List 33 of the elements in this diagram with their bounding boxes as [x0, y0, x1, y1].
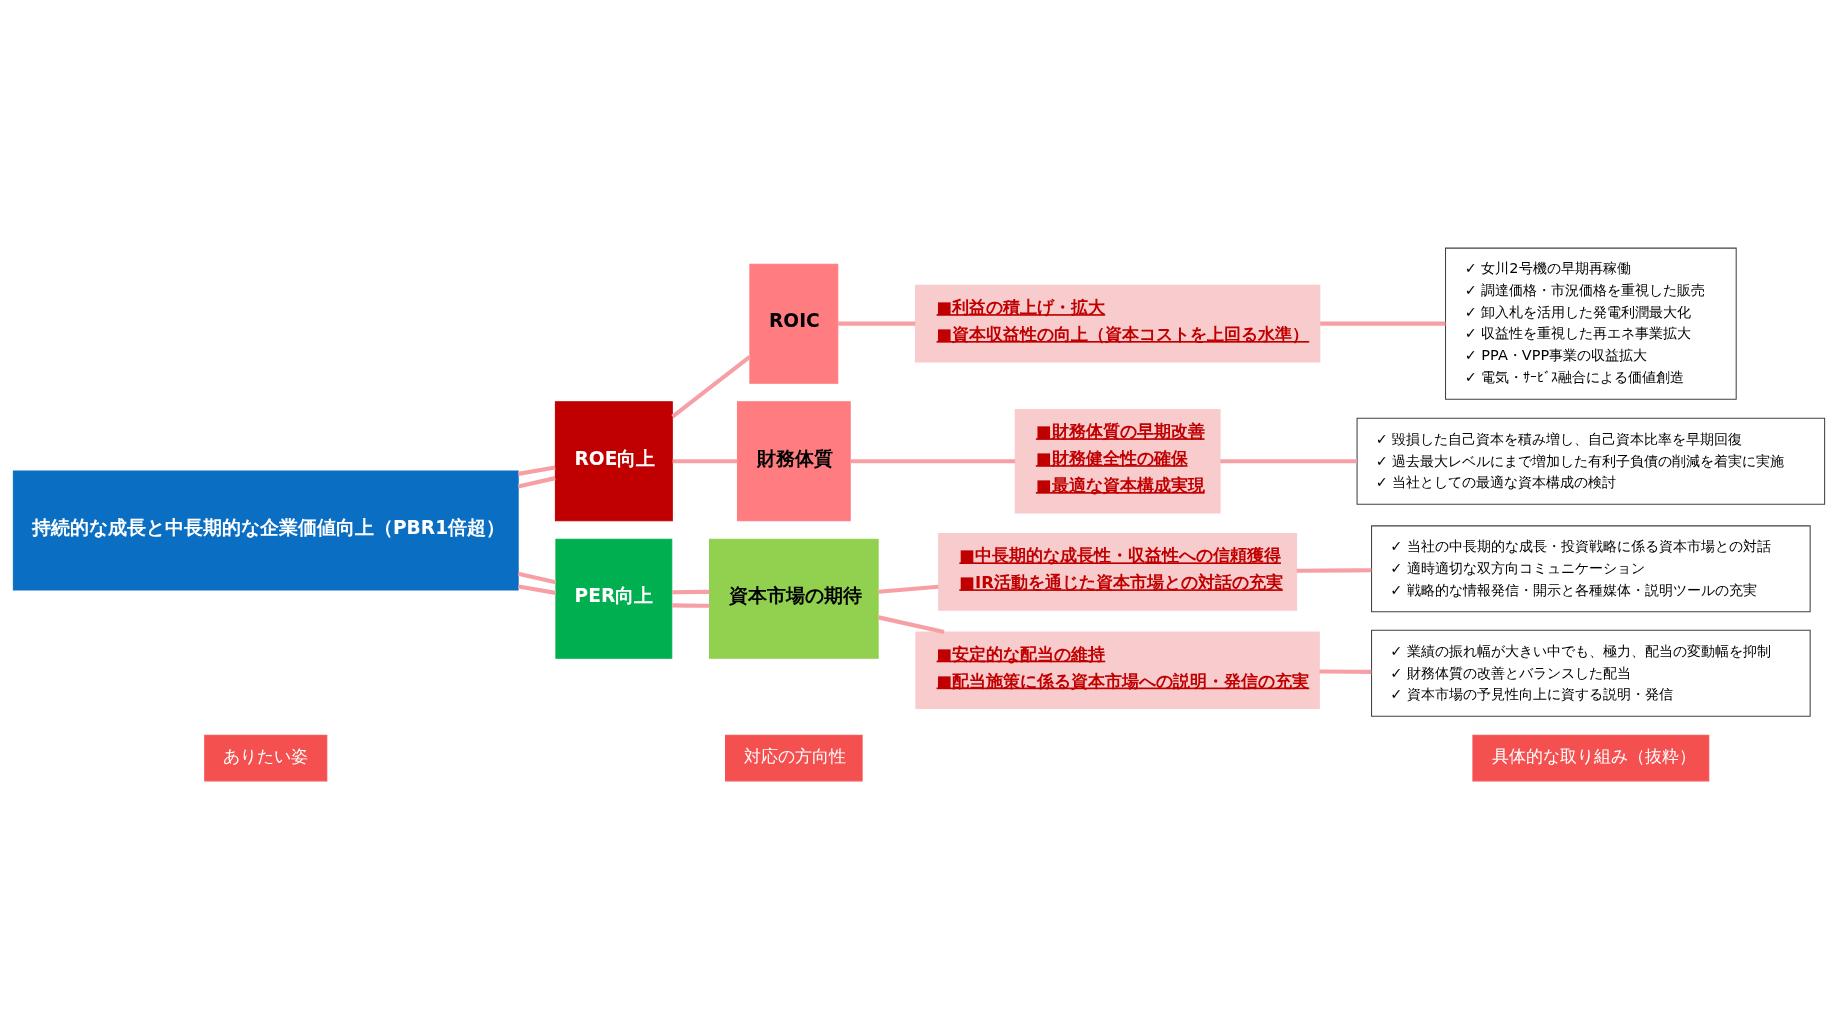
- connector: [671, 589, 709, 594]
- node-box: ■財務体質の早期改善 ■財務健全性の確保 ■最適な資本構成実現: [1014, 408, 1221, 513]
- node-box: ROE向上: [554, 400, 673, 521]
- connector: [850, 458, 1015, 463]
- node-box: 対応の方向性: [724, 734, 863, 781]
- node-box: 資本市場の期待: [708, 538, 879, 659]
- connector: [517, 571, 556, 584]
- node-box: ✓ 業績の振れ幅が大きい中でも、極力、配当の変動幅を抑制 ✓ 財務体質の改善とバランスした配当 ✓ 資本市場の予見性向上に資する説明・発信: [1370, 629, 1811, 717]
- node-box: PER向上: [554, 538, 672, 659]
- connector: [837, 321, 915, 326]
- node-box: ありたい姿: [203, 734, 327, 781]
- node-box: ✓ 女川2号機の早期再稼働 ✓ 調達価格・市況価格を重視した販売 ✓ 卸入札を活用した発電利潤最大化 ✓ 収益性を重視した再エネ事業拡大 ✓ PPA・VPP事業の収益拡大 ✓ 電気・ｻｰﾋﾞｽ融合による価値創造: [1444, 247, 1737, 400]
- node-box: 持続的な成長と中長期的な企業価値向上（PBR1倍超）: [12, 470, 519, 591]
- node-box: ■利益の積上げ・拡大 ■資本収益性の向上（資本コストを上回る水準）: [914, 284, 1320, 362]
- connector: [1219, 458, 1357, 463]
- connector: [517, 583, 556, 595]
- connector: [672, 458, 737, 463]
- node-box: ■中長期的な成長性・収益性への信頼獲得 ■IR活動を通じた資本市場との対話の充実: [937, 532, 1297, 611]
- connector: [1296, 567, 1371, 573]
- node-box: 財務体質: [736, 400, 851, 521]
- node-box: 具体的な取り組み（抜粋）: [1471, 734, 1709, 781]
- connector: [517, 475, 556, 488]
- connector: [670, 354, 751, 418]
- connector: [1318, 668, 1371, 674]
- node-box: ROIC: [748, 263, 838, 384]
- connector: [517, 464, 555, 476]
- connector: [877, 614, 944, 634]
- node-box: ✓ 当社の中長期的な成長・投資戦略に係る資本市場との対話 ✓ 適時適切な双方向コミュニケーション ✓ 戦略的な情報発信・開示と各種媒体・説明ツールの充実: [1370, 524, 1811, 612]
- node-box: ■安定的な配当の維持 ■配当施策に係る資本市場への説明・発信の充実: [914, 630, 1320, 709]
- connector: [671, 602, 709, 608]
- connector: [1319, 321, 1445, 326]
- connector: [877, 584, 939, 594]
- node-box: ✓ 毀損した自己資本を積み増し、自己資本比率を早期回復 ✓ 過去最大レベルにまで増加した有利子負債の削減を着実に実施 ✓ 当社としての最適な資本構成の検討: [1356, 417, 1825, 505]
